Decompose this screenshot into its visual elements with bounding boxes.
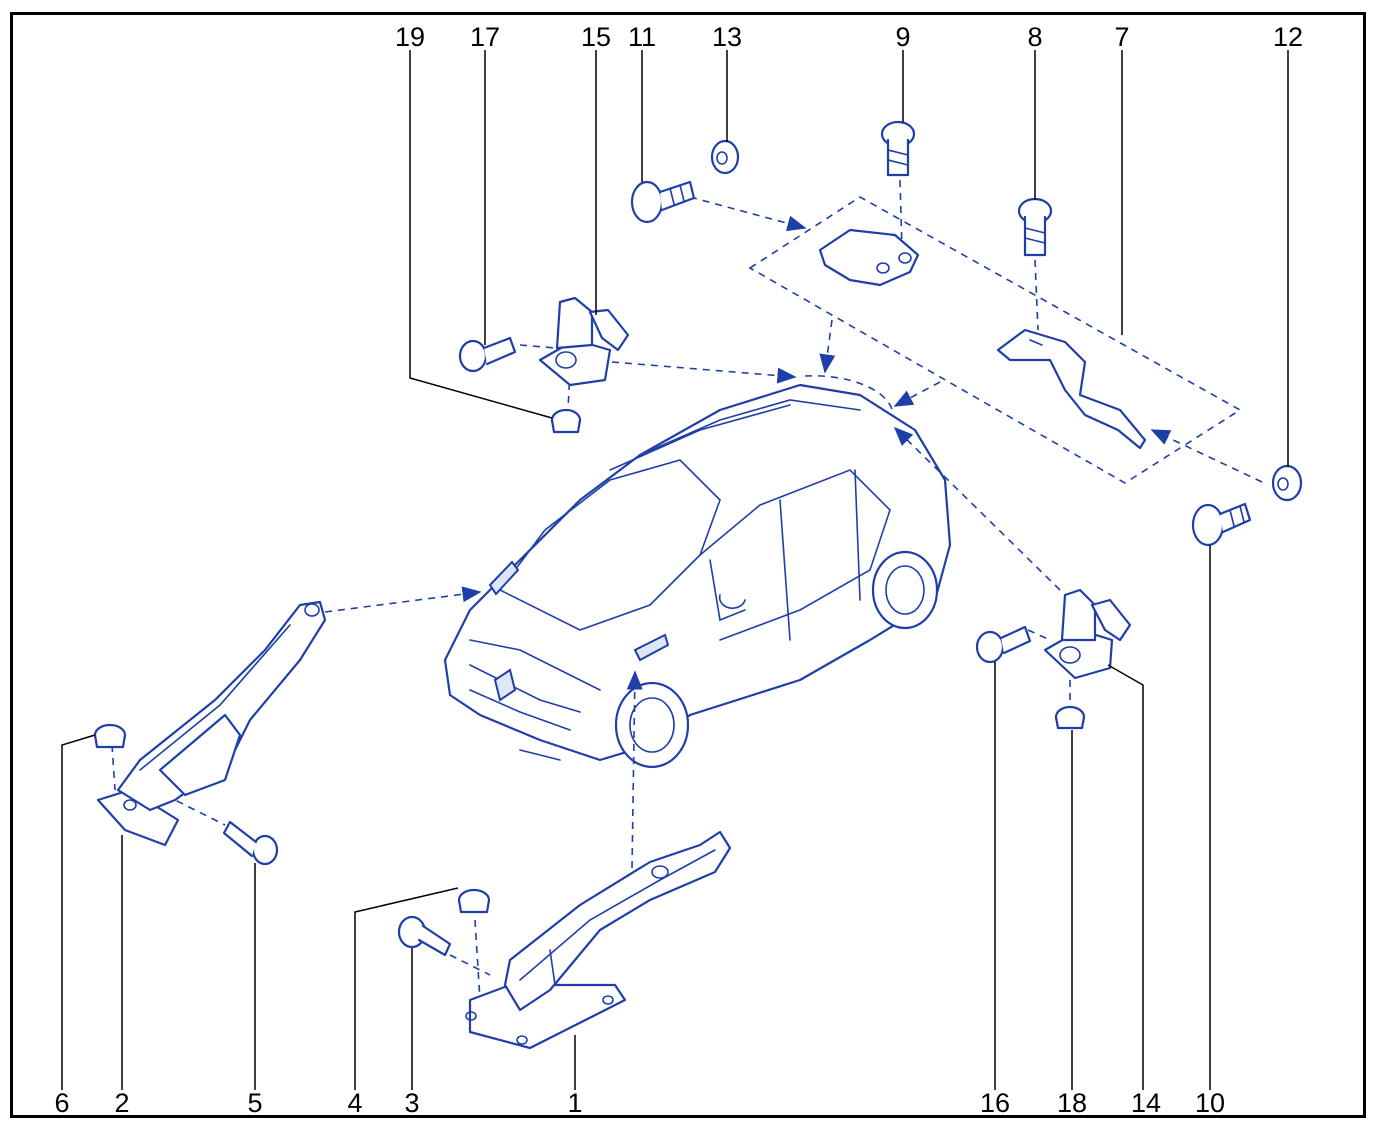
callout-13: 13 — [711, 22, 743, 52]
roof-latch-part — [818, 228, 920, 287]
callout-10: 10 — [1194, 1088, 1226, 1118]
bolt-10 — [1191, 502, 1252, 547]
bolt-16 — [975, 625, 1032, 664]
bolt-11 — [630, 180, 696, 224]
callout-14: 14 — [1130, 1088, 1162, 1118]
callout-5: 5 — [247, 1088, 263, 1118]
part-2-hinge — [96, 600, 327, 847]
bolt-8 — [1017, 197, 1053, 257]
nut-19 — [550, 408, 582, 434]
bolt-9 — [880, 120, 916, 177]
callout-7: 7 — [1114, 22, 1130, 52]
callout-3: 3 — [404, 1088, 420, 1118]
callout-11: 11 — [627, 22, 657, 52]
part-1-lower-hinge — [465, 830, 732, 1050]
leader-lines — [61, 50, 1289, 1090]
nut-18 — [1054, 705, 1086, 730]
bolt-5 — [222, 820, 279, 866]
callout-9: 9 — [895, 22, 911, 52]
part-14-bracket — [1043, 588, 1132, 680]
callout-17: 17 — [469, 22, 501, 52]
callout-18: 18 — [1056, 1088, 1088, 1118]
callout-6: 6 — [54, 1088, 70, 1118]
callout-8: 8 — [1027, 22, 1043, 52]
callout-4: 4 — [347, 1088, 363, 1118]
assembly-lines — [111, 179, 1263, 1001]
callout-2: 2 — [114, 1088, 130, 1118]
callout-1: 1 — [567, 1088, 583, 1118]
washer-12 — [1271, 464, 1303, 502]
nut-6 — [93, 723, 127, 749]
bolt-3 — [397, 915, 452, 957]
part-7-bracket — [996, 328, 1147, 450]
callout-19: 19 — [394, 22, 426, 52]
part-15-bracket — [538, 296, 630, 387]
callout-16: 16 — [979, 1088, 1011, 1118]
callout-12: 12 — [1272, 22, 1304, 52]
car-illustration — [443, 383, 952, 769]
nut-4 — [457, 888, 491, 914]
washer-13 — [710, 139, 740, 175]
callout-15: 15 — [580, 22, 612, 52]
bolt-17 — [458, 336, 517, 373]
